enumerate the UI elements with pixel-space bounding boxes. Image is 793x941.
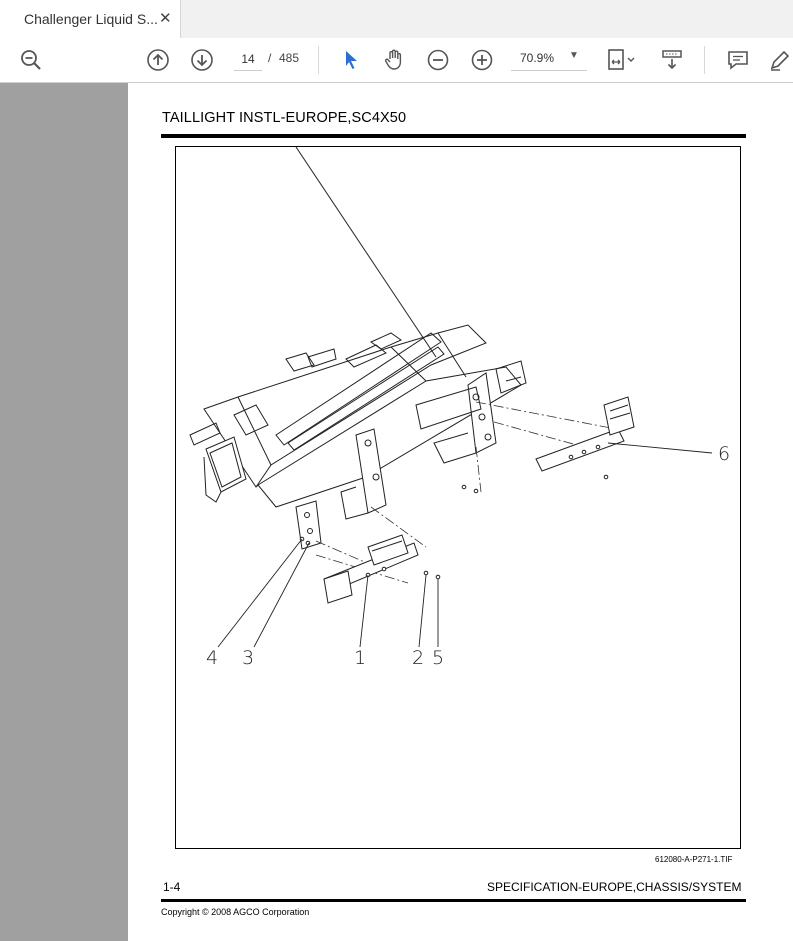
toolbar: / 485 70.9% ▼	[0, 38, 793, 83]
page-total: 485	[279, 51, 300, 65]
section-title: SPECIFICATION-EUROPE,CHASSIS/SYSTEM	[487, 880, 742, 894]
pdf-page: TAILLIGHT INSTL-EUROPE,SC4X50	[128, 83, 793, 941]
toolbar-divider	[704, 46, 705, 74]
callout-3: 3	[242, 647, 255, 669]
page-separator: /	[268, 51, 272, 65]
scroll-mode-icon[interactable]	[659, 47, 685, 73]
page-title: TAILLIGHT INSTL-EUROPE,SC4X50	[162, 110, 407, 126]
close-icon[interactable]: ✕	[159, 10, 172, 27]
zoom-value: 70.9%	[520, 51, 555, 65]
tab-title: Challenger Liquid S...	[24, 11, 158, 27]
zoom-in-icon[interactable]	[469, 47, 495, 73]
fit-page-icon[interactable]	[606, 47, 640, 73]
next-page-icon[interactable]	[189, 47, 215, 73]
exploded-view-drawing	[189, 147, 713, 648]
zoom-dropdown[interactable]: 70.9% ▼	[511, 48, 587, 71]
select-cursor-icon[interactable]	[338, 47, 364, 73]
hand-tool-icon[interactable]	[381, 47, 407, 73]
figure-frame: 6 4 3 1 2 5	[175, 146, 741, 849]
pen-icon[interactable]	[767, 47, 793, 73]
zoom-out-icon[interactable]	[425, 47, 451, 73]
page-number-input[interactable]	[234, 48, 262, 71]
callout-2: 2	[412, 647, 425, 669]
zoom-search-icon[interactable]	[18, 47, 44, 73]
copyright: Copyright © 2008 AGCO Corporation	[161, 907, 310, 917]
footer-rule	[161, 899, 746, 902]
document-tab[interactable]: Challenger Liquid S... ✕	[0, 0, 181, 38]
callout-5: 5	[432, 647, 445, 669]
toolbar-divider	[318, 46, 319, 74]
tab-bar: Challenger Liquid S... ✕	[0, 0, 793, 39]
callout-1: 1	[354, 647, 367, 669]
viewer-gutter	[0, 83, 128, 941]
callout-6: 6	[718, 443, 731, 465]
chevron-down-icon: ▼	[569, 50, 579, 61]
page-number: 1-4	[163, 880, 181, 894]
callout-4: 4	[206, 647, 219, 669]
figure-id: 612080-A-P271-1.TIF	[655, 855, 733, 864]
title-rule	[161, 134, 746, 138]
previous-page-icon[interactable]	[145, 47, 171, 73]
comment-icon[interactable]	[725, 47, 751, 73]
